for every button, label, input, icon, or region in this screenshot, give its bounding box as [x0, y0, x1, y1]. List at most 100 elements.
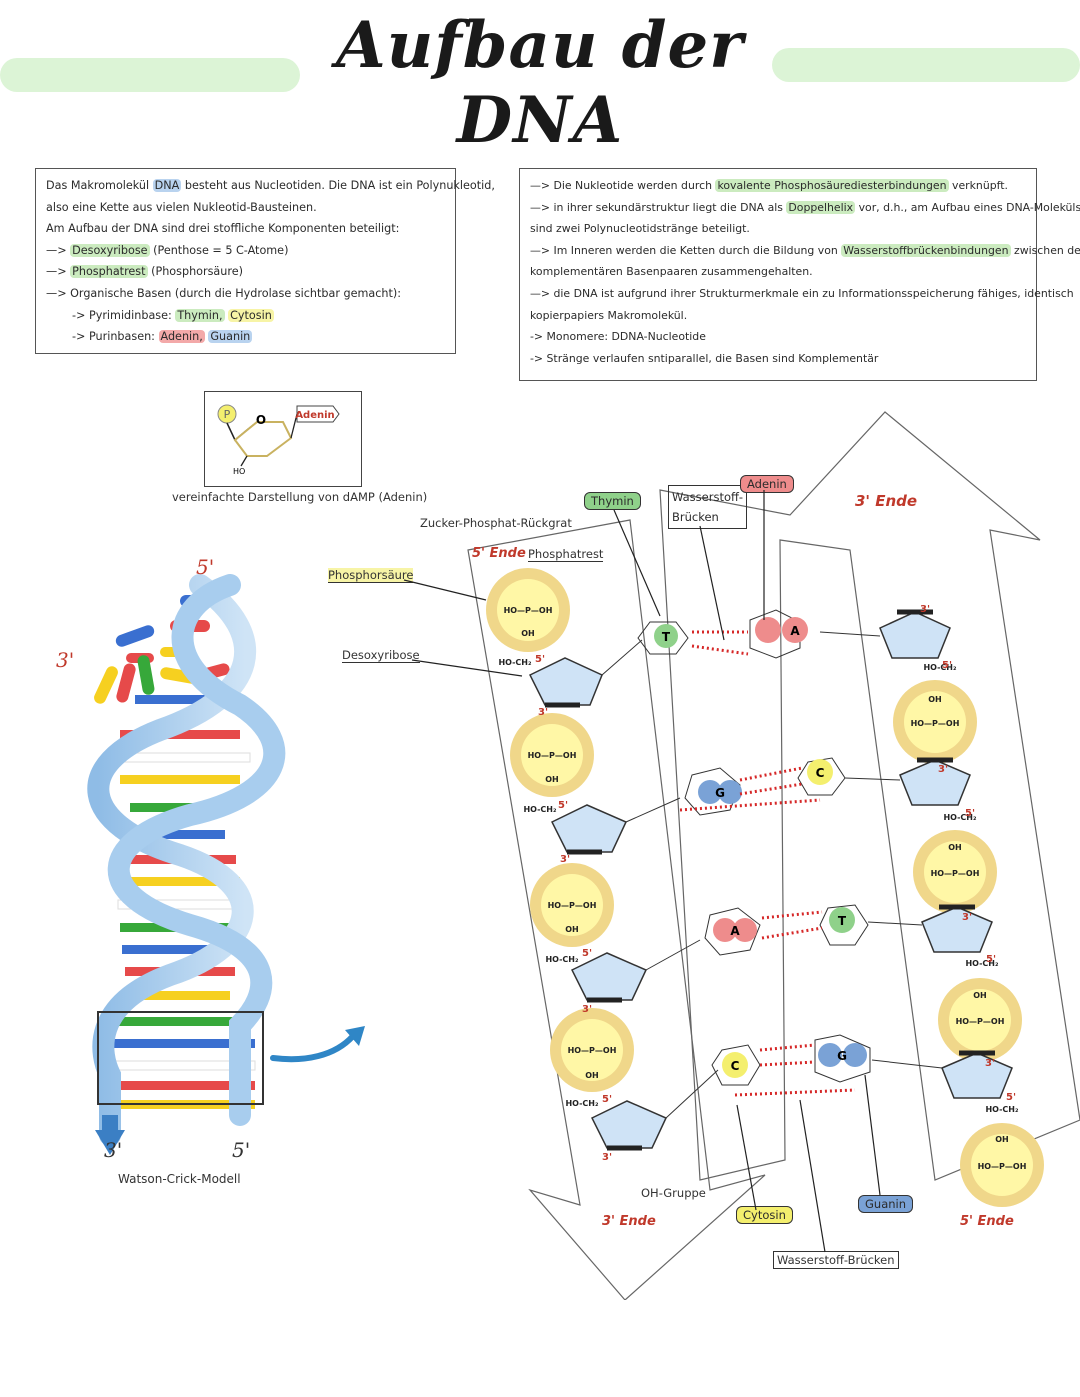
chem-label: HO-CH₂: [545, 955, 579, 964]
chem-label: OH: [545, 775, 559, 784]
info-line: also eine Kette aus vielen Nukleotid-Bau…: [46, 200, 317, 214]
damp-adenin: Adenin: [295, 410, 334, 421]
info-line: —> Organische Basen (durch die Hydrolase…: [46, 286, 401, 300]
info-line: kopierpapiers Makromolekül.: [530, 308, 688, 322]
chem-prime: 3': [962, 912, 972, 923]
strand-arrow-up: [659, 411, 1080, 1181]
info-line: Das Makromolekül DNA besteht aus Nucleot…: [46, 179, 495, 192]
chem-label: HO-CH₂: [965, 959, 999, 968]
chem-label: HO-CH₂: [985, 1105, 1019, 1114]
label-zucker-phosphat: Zucker-Phosphat-Rückgrat: [420, 516, 572, 530]
helix-selection-box: [97, 1011, 264, 1105]
chem-prime: 3': [985, 1058, 995, 1069]
info-box-left: Das Makromolekül DNA besteht aus Nucleot…: [35, 168, 495, 354]
info-line: -> Monomere: DDNA-Nucleotide: [530, 330, 706, 344]
info-line: —> Die Nukleotide werden durch kovalente…: [530, 179, 1009, 192]
chem-prime: 5': [986, 954, 996, 965]
info-line: —> Phosphatrest (Phosphorsäure): [46, 265, 243, 279]
info-line: sind zwei Polynucleotidstränge beteiligt…: [530, 222, 750, 236]
chem-prime: 5': [942, 660, 952, 671]
info-line: —> in ihrer sekundärstruktur liegt die D…: [530, 200, 1080, 214]
chem-label: HO—P—OH: [548, 901, 597, 910]
info-line: komplementären Basenpaaren zusammengehal…: [530, 265, 813, 279]
label-thymin: Thymin: [584, 492, 641, 510]
chem-prime: 3': [602, 1152, 612, 1163]
label-three-end-top: 3' Ende: [855, 492, 918, 510]
base-pair-2: [625, 757, 901, 823]
chem-prime: 3': [538, 707, 548, 718]
chem-label: OH: [521, 629, 535, 638]
label-cytosin: Cytosin: [736, 1206, 793, 1224]
chem-label: HO-CH₂: [565, 1099, 599, 1108]
label-three-end-bottom: 3' Ende: [602, 1214, 656, 1229]
label-guanin: Guanin: [858, 1195, 914, 1213]
helix-caption: Watson-Crick-Modell: [118, 1172, 241, 1186]
label-wasserstoff-bottom: Wasserstoff-Brücken: [773, 1251, 899, 1269]
chem-label: OH: [948, 843, 962, 852]
chem-label: OH: [995, 1135, 1009, 1144]
helix-prime-top: 5': [196, 555, 215, 579]
label-five-end-top: 5' Ende: [472, 546, 526, 561]
label-five-end-bottom: 5' Ende: [960, 1214, 1014, 1229]
base-letter: G: [837, 1049, 847, 1063]
label-phosphatrest: Phosphatrest: [528, 547, 604, 562]
chem-prime: 5': [535, 654, 545, 665]
chem-label: HO-CH₂: [923, 663, 957, 672]
base-pair-3: [645, 904, 923, 971]
chem-label: HO—P—OH: [911, 719, 960, 728]
chem-prime: 3': [920, 604, 930, 615]
chem-prime: 5': [602, 1094, 612, 1105]
base-letter: G: [715, 786, 725, 800]
helix-prime-bottom-right: 5': [232, 1138, 251, 1162]
chem-label: HO-CH₂: [523, 805, 557, 814]
label-wasserstoff-line: Brücken: [672, 510, 719, 524]
title-band-right: [772, 48, 1080, 82]
label-adenin: Adenin: [740, 475, 794, 493]
chem-label: HO—P—OH: [956, 1017, 1005, 1026]
base-letter: C: [731, 1059, 740, 1073]
chem-label: OH: [565, 925, 579, 934]
left-backbone: [486, 568, 668, 1151]
chem-label: HO—P—OH: [931, 869, 980, 878]
label-wasserstoff-top: Wasserstoff- Brücken: [668, 485, 748, 529]
base-letter: A: [790, 624, 800, 638]
chem-label: OH: [928, 695, 942, 704]
info-line: —> Desoxyribose (Penthose = 5 C-Atome): [46, 243, 289, 257]
base-letter: C: [816, 766, 825, 780]
base-letter: T: [662, 630, 671, 644]
damp-p: P: [224, 408, 231, 421]
chem-prime: 5': [558, 800, 568, 811]
chem-label: HO—P—OH: [504, 606, 553, 615]
dna-molecular-diagram: T A G C A T C G HO—P—OH OH HO-CH₂ HO—P—O…: [467, 411, 1080, 1300]
title-band-left: [0, 58, 300, 92]
chem-label: HO—P—OH: [978, 1162, 1027, 1171]
base-letter: A: [730, 924, 740, 938]
damp-o: O: [256, 413, 266, 427]
base-letter: T: [838, 914, 847, 928]
info-line: —> Im Inneren werden die Ketten durch di…: [530, 243, 1080, 257]
damp-box: P O HO Adenin: [204, 391, 362, 487]
chem-label: HO-CH₂: [943, 813, 977, 822]
damp-caption: vereinfachte Darstellung von dAMP (Adeni…: [172, 490, 428, 504]
base-pair-1: [601, 609, 881, 676]
chem-label: OH: [973, 991, 987, 1000]
chem-label: HO—P—OH: [528, 751, 577, 760]
zoom-arrow-icon: [270, 1026, 365, 1063]
damp-structure: P O HO Adenin: [217, 404, 340, 476]
base-pair-4: [665, 1034, 943, 1119]
watson-crick-helix: [87, 574, 286, 1155]
chem-prime: 5': [582, 948, 592, 959]
label-phosphorsaeure: Phosphorsäure: [328, 568, 414, 583]
right-backbone: [879, 609, 1044, 1207]
info-line: -> Stränge verlaufen sntiparallel, die B…: [530, 351, 879, 365]
damp-ho: HO: [233, 467, 245, 476]
chem-prime: 5': [1006, 1092, 1016, 1103]
page-title: Aufbau der DNA: [336, 8, 744, 158]
chem-prime: 5': [965, 808, 975, 819]
info-line: —> die DNA ist aufgrund ihrer Strukturme…: [530, 286, 1074, 300]
label-oh-gruppe: OH-Gruppe: [641, 1186, 706, 1200]
label-wasserstoff-line: Wasserstoff-: [672, 490, 744, 504]
chem-label: HO-CH₂: [498, 658, 532, 667]
info-line: Am Aufbau der DNA sind drei stoffliche K…: [46, 222, 400, 236]
label-desoxyribose: Desoxyribose: [342, 648, 420, 663]
